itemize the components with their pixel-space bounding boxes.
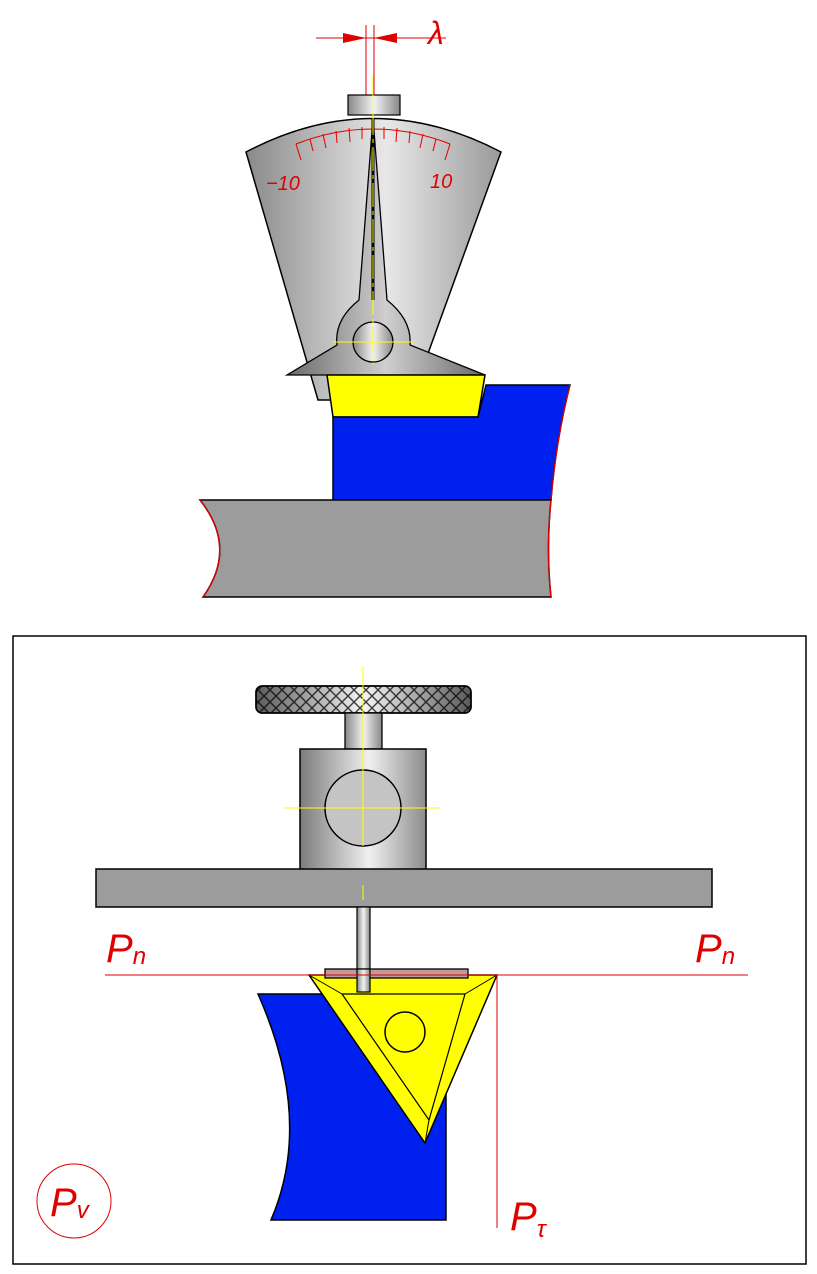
- angle-scale: [295, 127, 451, 161]
- top-view: λ −10 10: [198, 15, 571, 598]
- contact-plate: [324, 968, 469, 979]
- scale-max-label: 10: [430, 171, 452, 193]
- pv-label: Pv: [50, 1181, 91, 1225]
- gauge-bar: [95, 868, 713, 908]
- top-centerlines: [333, 75, 413, 365]
- insert-hole-circle: [384, 1011, 426, 1053]
- cutting-insert-top: [326, 374, 486, 418]
- scale-min-label: −10: [266, 173, 300, 195]
- pn-left-label: Pn: [106, 927, 146, 971]
- bottom-view: Pn Pn Pτ Pv: [36, 666, 748, 1243]
- pn-right-label: Pn: [695, 927, 735, 971]
- bottom-centerlines: [284, 666, 440, 900]
- lambda-dimension: λ: [316, 15, 446, 110]
- pv-circle: [36, 1163, 112, 1239]
- gauge-top-knob: [347, 94, 401, 116]
- lambda-label: λ: [426, 15, 444, 51]
- ptau-label: Pτ: [510, 1195, 548, 1243]
- base-plate: [198, 499, 552, 598]
